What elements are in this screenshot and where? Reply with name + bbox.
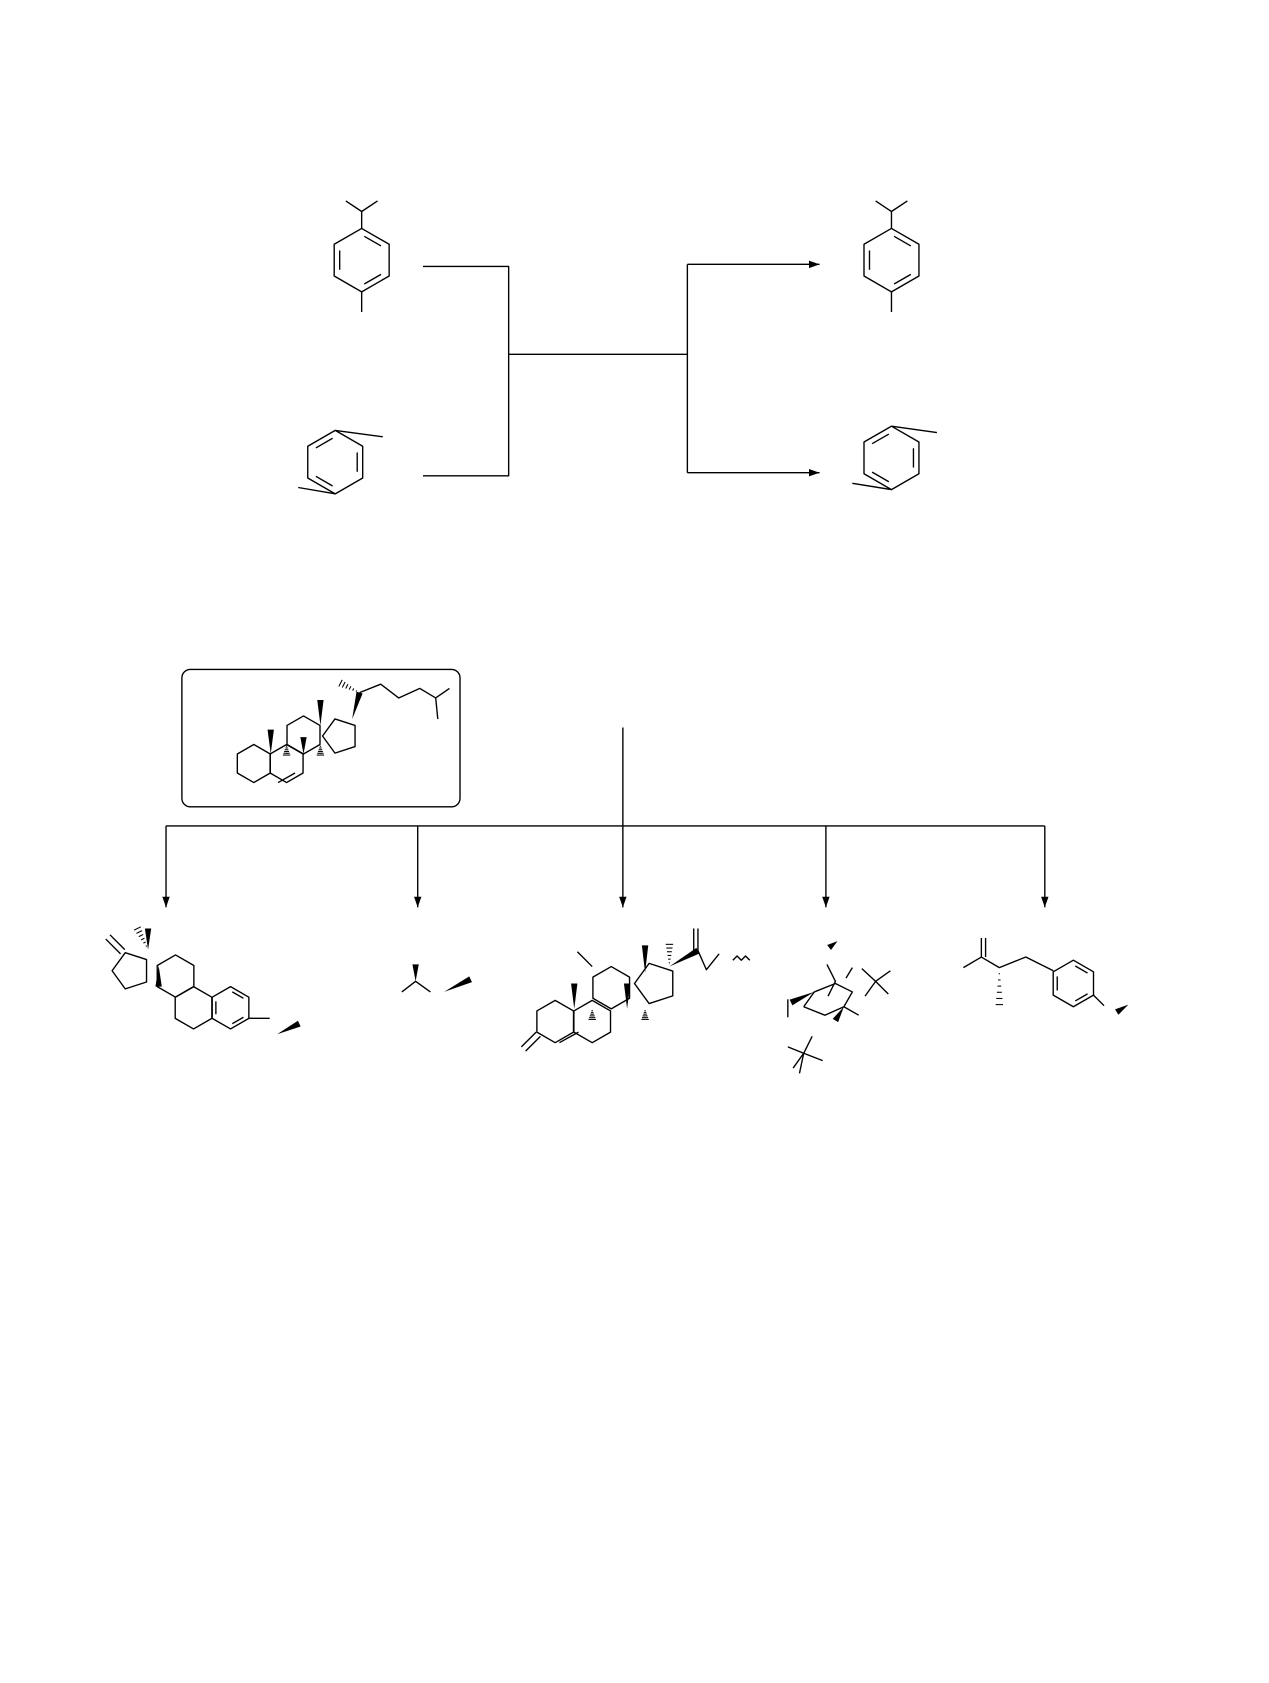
product5-chain: [963, 956, 1054, 972]
aromatic-double-bond: [315, 475, 333, 487]
wedge-bond: [155, 965, 162, 987]
arrowhead-icon: [162, 896, 170, 908]
p-cymene-product-isopropyl: [875, 200, 908, 213]
arrowhead-icon: [822, 896, 830, 908]
p-xylene-methyl: [335, 429, 383, 438]
reactant-bracket-line: [423, 265, 510, 477]
p-cymene-product-ring: [863, 227, 920, 293]
arrowhead-icon: [808, 260, 820, 269]
wedge-bond: [789, 991, 815, 1006]
wedge-bond: [300, 737, 307, 754]
aromatic-double-bond: [871, 471, 890, 483]
product1-ring-b: [174, 985, 213, 1030]
product4-wedge: [827, 941, 838, 951]
aromatic-double-bond: [1074, 965, 1088, 974]
aromatic-double-bond: [231, 991, 244, 999]
wedge-bond: [144, 928, 152, 950]
aromatic-double-bond: [363, 273, 382, 285]
hash-bond: [143, 941, 146, 944]
aromatic-double-bond: [893, 235, 912, 247]
cholesterol-highlight-box: [181, 668, 461, 808]
arrowhead-icon: [1041, 896, 1049, 908]
arrowhead-icon: [619, 896, 627, 908]
arrowhead-icon: [808, 468, 820, 477]
product4-fragment: [826, 964, 837, 997]
product1-aromatic-ring: [211, 985, 250, 1030]
p-cymene-reactant-ring: [333, 227, 390, 293]
cholesterol-sidechain: [359, 683, 450, 699]
aromatic-double-bond: [1074, 993, 1088, 1002]
product4-t-butyl: [803, 1036, 813, 1054]
product3-sidechain: [697, 950, 720, 971]
product5-aromatic-ring: [1052, 959, 1095, 1008]
arrowhead-icon: [414, 896, 422, 908]
product1-ring-c: [156, 954, 195, 998]
wedge-bond: [641, 945, 649, 973]
product3-exo-double-bond: [576, 951, 593, 968]
product1-exo-double-bond: [109, 934, 126, 951]
product3-ring-b: [573, 999, 612, 1044]
cholesterol-sidechain-methyl: [435, 697, 439, 720]
wedge-bond: [571, 983, 578, 1009]
product4-bond: [843, 1006, 860, 1016]
product1-exo-double-bond: [105, 938, 122, 955]
hash-bond: [352, 688, 355, 691]
aromatic-double-bond: [315, 437, 333, 449]
product3-exo-double-bond: [520, 1031, 537, 1048]
product4-t-butyl: [792, 1052, 823, 1069]
aromatic-double-bond: [363, 235, 382, 247]
product4-t-butyl: [787, 1046, 805, 1074]
product4-bond: [845, 967, 853, 979]
cholesterol-ring-d: [321, 718, 356, 754]
hash-bond: [140, 937, 145, 941]
hash-bond: [138, 933, 144, 938]
hash-bond: [145, 945, 148, 947]
product3-exo-double-bond: [525, 1035, 541, 1052]
wedge-bond: [444, 976, 472, 992]
wedge-bond: [832, 1006, 844, 1023]
hash-bond: [133, 926, 142, 931]
cholesterol-methyl-wedge: [267, 729, 274, 754]
product5-substituent: [1092, 994, 1105, 1007]
product3-ring-d: [633, 962, 674, 1005]
product1-ring-d: [111, 951, 148, 990]
wedge-bond: [1115, 1004, 1129, 1015]
product2-fragment: [401, 980, 431, 993]
wedge-bond: [623, 983, 631, 1009]
cholesterol-sidechain-wedge: [352, 691, 363, 720]
wavy-bond-icon: [732, 955, 751, 961]
hash-bond: [345, 683, 349, 689]
hash-bond: [348, 686, 352, 690]
product3-ring-c: [592, 965, 631, 1010]
p-xylene-methyl: [298, 486, 336, 495]
product4-t-butyl: [861, 968, 891, 983]
wedge-bond: [669, 947, 700, 967]
product3-double-bond: [559, 1031, 579, 1044]
cholesterol-methyl-wedge: [317, 700, 324, 726]
product3-ring-a: [536, 999, 575, 1044]
wedge-bond: [277, 1020, 301, 1035]
hash-bond: [341, 681, 346, 688]
aromatic-double-bond: [231, 1016, 244, 1025]
aromatic-double-bond: [871, 433, 890, 445]
cholesterol-ring-a: [236, 743, 271, 784]
hash-bond: [136, 930, 143, 934]
p-cymene-reactant-isopropyl: [345, 200, 378, 213]
aromatic-double-bond: [893, 273, 912, 285]
p-xylene-product-ring: [863, 425, 920, 491]
product2-wedge: [412, 964, 419, 982]
p-xylene-methyl: [852, 482, 892, 491]
cholesterol-double-bond: [277, 772, 296, 784]
p-xylene-methyl: [891, 425, 938, 434]
hash-bond: [355, 690, 358, 692]
p-xylene-reactant-ring: [307, 429, 364, 495]
product4-t-butyl: [864, 980, 889, 997]
product4-chair-ring: [803, 982, 854, 1016]
hash-bond: [338, 679, 343, 687]
